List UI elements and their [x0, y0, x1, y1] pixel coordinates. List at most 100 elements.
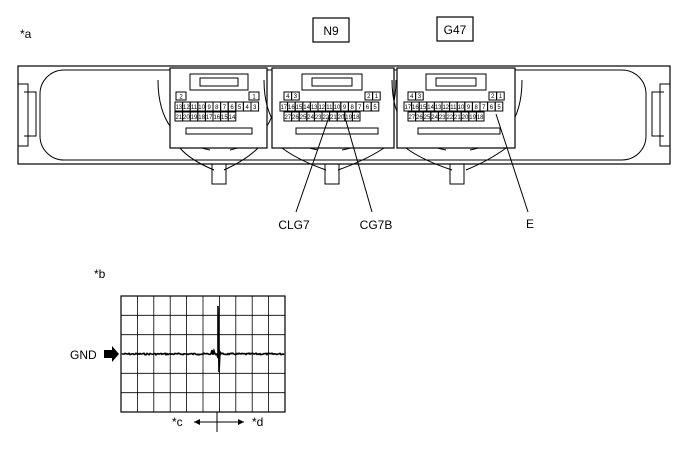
pin-number: 3 — [253, 105, 257, 111]
pin-number: 12 — [318, 105, 325, 111]
connector-n9-label: N9 — [323, 24, 339, 38]
pin-number: 12 — [442, 105, 449, 111]
label-c: *c — [172, 415, 183, 429]
pin-number: 6 — [366, 105, 370, 111]
pin-number: 18 — [353, 115, 360, 121]
leader-cg7b — [343, 113, 373, 213]
pin-number: 11 — [450, 105, 457, 111]
pin-number: 22 — [446, 115, 453, 121]
label-d: *d — [252, 415, 263, 429]
pin-number: 25 — [424, 115, 431, 121]
pin-number: 20 — [183, 115, 190, 121]
svg-text:1: 1 — [252, 95, 256, 101]
pin-number: 2 — [367, 94, 371, 100]
pin-number: 15 — [221, 115, 228, 121]
pin-number: 7 — [358, 105, 362, 111]
pin-number: 13 — [311, 105, 318, 111]
pin-number: 4 — [410, 94, 414, 100]
pin-number: 1 — [375, 94, 379, 100]
harness-n9 — [324, 163, 340, 185]
pin-number: 3 — [418, 94, 422, 100]
left-bracket — [18, 83, 29, 147]
terminal-clg7-label: CLG7 — [278, 218, 310, 232]
pin-number: 5 — [238, 105, 242, 111]
pin-number: 23 — [439, 115, 446, 121]
pin-number: 17 — [280, 105, 287, 111]
pin-number: 14 — [427, 105, 434, 111]
leader-e — [495, 113, 529, 213]
connector-n9-box — [312, 17, 350, 43]
pin-number: 4 — [246, 105, 250, 111]
pin-number: 19 — [345, 115, 352, 121]
pin-number: 13 — [175, 105, 182, 111]
pin-cell — [372, 91, 381, 101]
pin-number: 3 — [294, 94, 298, 100]
svg-text:2: 2 — [179, 95, 183, 101]
pin-number: 7 — [223, 105, 227, 111]
pin-number: 5 — [497, 105, 501, 111]
pin-number: 23 — [315, 115, 322, 121]
label-a: *a — [20, 27, 32, 41]
pin-number: 24 — [431, 115, 438, 121]
pin-number: 10 — [458, 105, 465, 111]
right-bracket — [659, 83, 670, 147]
leader-clg7 — [295, 113, 331, 213]
pin-number: 26 — [292, 115, 299, 121]
pin-number: 7 — [482, 105, 486, 111]
pin-number: 4 — [286, 94, 290, 100]
pin-number: 19 — [469, 115, 476, 121]
pin-cell — [370, 101, 380, 112]
label-b: *b — [94, 267, 106, 281]
pin-cell — [415, 91, 424, 101]
pin-number: 17 — [206, 115, 213, 121]
harness-left — [211, 163, 227, 185]
arrow-left-icon — [194, 419, 200, 425]
pin-number: 16 — [213, 115, 220, 121]
pin-number: 9 — [467, 105, 471, 111]
pin-number: 11 — [191, 105, 198, 111]
pin-number: 9 — [343, 105, 347, 111]
connector-g47-label: G47 — [444, 23, 467, 37]
pin-number: 24 — [307, 115, 314, 121]
pin-number: 10 — [334, 105, 341, 111]
pin-number: 20 — [462, 115, 469, 121]
pin-cell — [494, 101, 504, 112]
pin-number: 25 — [300, 115, 307, 121]
harness-g47 — [449, 163, 465, 185]
pin-number: 12 — [183, 105, 190, 111]
waveform-trace — [122, 305, 285, 373]
pin-number: 11 — [326, 105, 333, 111]
pin-number: 8 — [351, 105, 355, 111]
pin-number: 13 — [435, 105, 442, 111]
terminal-e-label: E — [526, 217, 534, 231]
pin-number: 8 — [215, 105, 219, 111]
pin-number: 27 — [408, 115, 415, 121]
waveform-screen — [120, 295, 286, 413]
pin-number: 15 — [296, 105, 303, 111]
gnd-arrow-icon — [104, 346, 119, 362]
pin-number: 14 — [303, 105, 310, 111]
pin-number: 5 — [373, 105, 377, 111]
pin-number: 21 — [330, 115, 337, 121]
pin-number: 27 — [284, 115, 291, 121]
pin-number: 18 — [477, 115, 484, 121]
pin-number: 20 — [338, 115, 345, 121]
pin-cell — [227, 111, 237, 122]
pin-number: 16 — [412, 105, 419, 111]
pin-cell — [250, 101, 260, 112]
pin-number: 2 — [491, 94, 495, 100]
pin-number: 10 — [198, 105, 205, 111]
gnd-label: GND — [70, 348, 97, 362]
pin-number: 8 — [475, 105, 479, 111]
pin-number: 6 — [490, 105, 494, 111]
pin-number: 9 — [208, 105, 212, 111]
arrow-right-icon — [238, 419, 244, 425]
pin-cell — [291, 91, 300, 101]
pin-number: 6 — [230, 105, 234, 111]
pin-number: 19 — [191, 115, 198, 121]
pin-number: 17 — [404, 105, 411, 111]
pin-number: 1 — [499, 94, 503, 100]
pin-cell — [496, 91, 505, 101]
